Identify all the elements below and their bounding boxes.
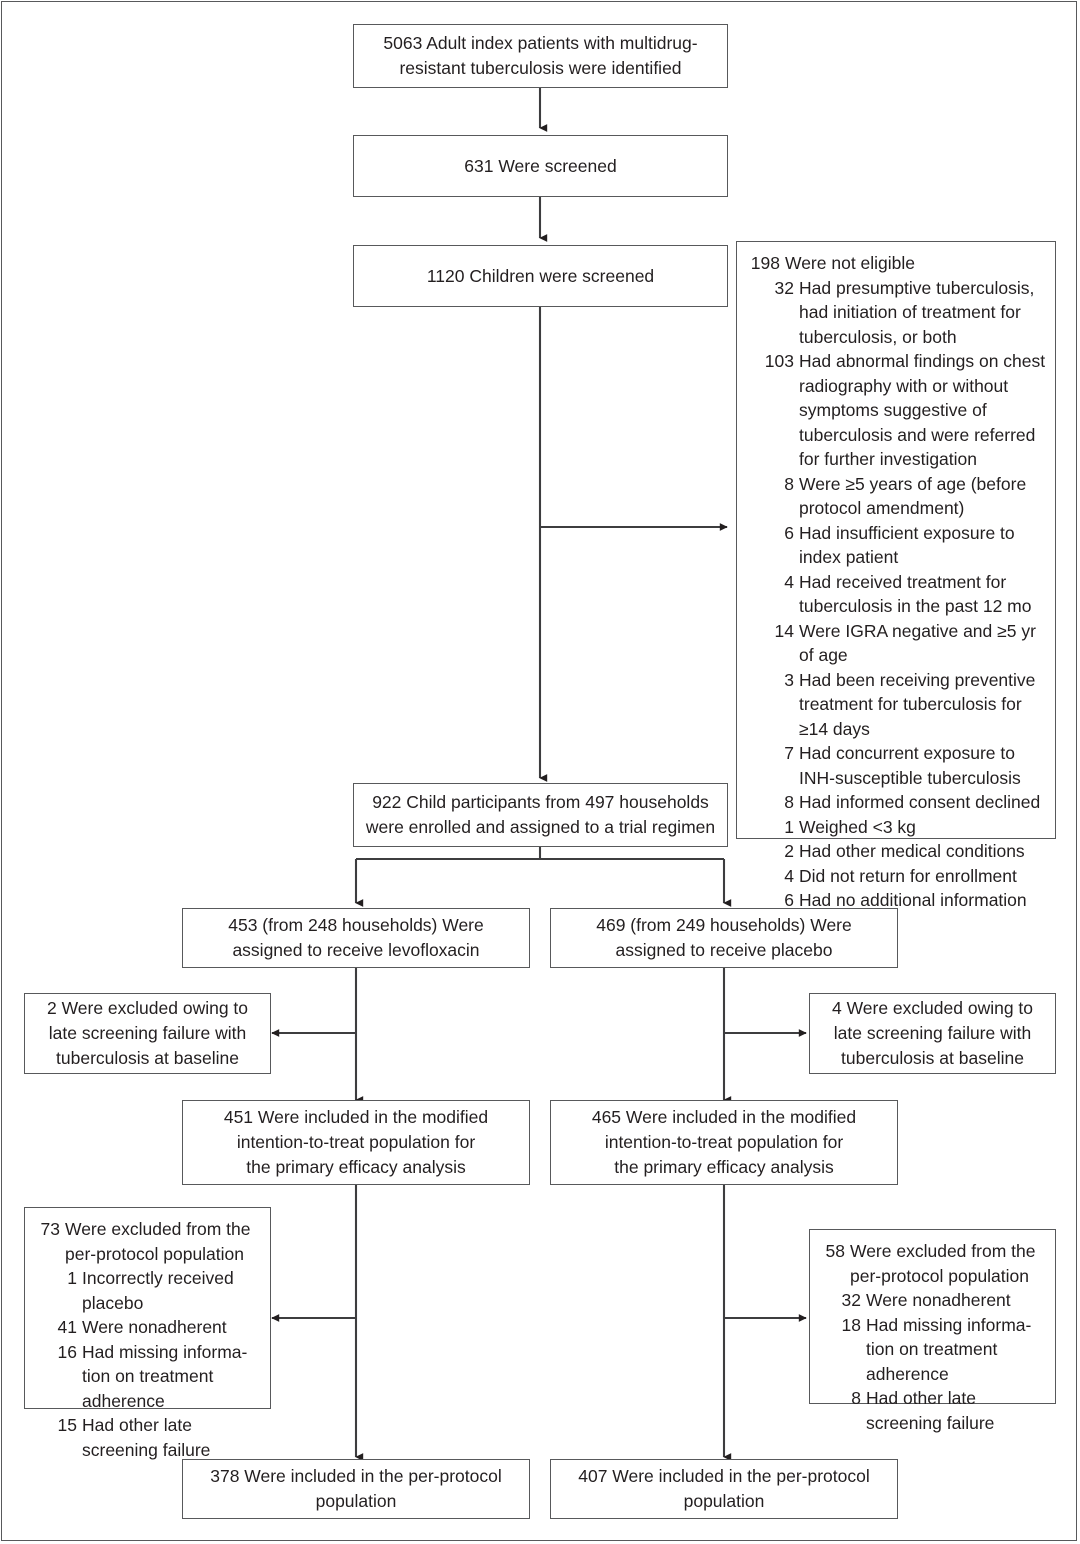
node-levofloxacin-per-protocol-text: 378 Were included in the per-protocol po… [210,1466,502,1511]
item-count: 32 [841,1290,861,1310]
not-eligible-item: 32 Had presumptive tuberculosis, had ini… [746,276,1047,350]
not-eligible-item: 6 Had insufficient exposure to index pat… [746,521,1047,570]
item-text: Had other medical conditions [799,841,1025,861]
node-placebo-assigned: 469 (from 249 households) Were assigned … [550,908,898,968]
placebo-pp-excluded-item: 18 Had missing informa-tion on treatment… [819,1313,1047,1387]
levo-pp-excluded-header-text: Were excluded from the per-protocol popu… [65,1219,251,1264]
node-levofloxacin-assigned-text: 453 (from 248 households) Were assigned … [228,915,484,960]
item-text: Had missing informa-tion on treatment ad… [866,1314,1032,1384]
item-text: Were ≥5 years of age (before protocol am… [799,473,1027,519]
item-text: Were nonadherent [82,1317,227,1337]
item-count: 4 [784,571,794,592]
item-text: Had concurrent exposure to INH-susceptib… [799,743,1021,788]
item-count: 1 [67,1268,77,1288]
placebo-pp-excluded-item: 8 Had other late screening failure [819,1386,1047,1435]
node-levofloxacin-assigned: 453 (from 248 households) Were assigned … [182,908,530,968]
node-placebo-pp-excluded: 58 Were excluded from the per-protocol p… [809,1229,1056,1433]
node-levofloxacin-pp-excluded: 73 Were excluded from the per-protocol p… [24,1207,271,1460]
node-levofloxacin-excluded-late-text: 2 Were excluded owing to late screening … [46,998,249,1068]
node-children-screened: 1120 Children were screened [353,245,728,307]
item-text: Were IGRA negative and ≥5 yr of age [799,620,1036,666]
node-placebo-per-protocol: 407 Were included in the per-protocol po… [550,1459,898,1519]
not-eligible-item: 103 Had abnormal findings on chest radio… [746,349,1047,472]
item-text: Weighed <3 kg [799,816,916,837]
not-eligible-item: 14 Were IGRA negative and ≥5 yr of age [746,619,1047,668]
not-eligible-item: 1 Weighed <3 kg [746,815,1047,840]
not-eligible-item: 8 Were ≥5 years of age (before protocol … [746,472,1047,521]
not-eligible-item: 4 Did not return for enrollment [746,864,1047,889]
node-levofloxacin-per-protocol: 378 Were included in the per-protocol po… [182,1459,530,1519]
item-count: 8 [784,792,794,812]
placebo-pp-excluded-header-text: Were excluded from the per-protocol popu… [850,1241,1036,1286]
item-count: 41 [57,1317,77,1337]
levo-pp-excluded-item: 15 Had other late screening failure [34,1413,262,1462]
item-text: Incorrectly received placebo [82,1268,234,1313]
item-count: 15 [57,1415,77,1435]
node-levofloxacin-excluded-late: 2 Were excluded owing to late screening … [24,993,271,1074]
node-enrolled: 922 Child participants from 497 househol… [353,783,728,847]
item-count: 8 [784,473,794,494]
item-text: Did not return for enrollment [799,865,1017,886]
node-placebo-excluded-late-text: 4 Were excluded owing to late screening … [831,998,1034,1068]
item-count: 32 [774,277,794,298]
node-enrolled-text: 922 Child participants from 497 househol… [365,792,716,837]
node-index-patients-text: 5063 Adult index patients with multidrug… [383,33,698,78]
item-text: Had insufficient exposure to index patie… [799,522,1015,568]
item-count: 16 [57,1341,77,1362]
item-count: 14 [774,620,794,641]
not-eligible-item: 8 Had informed consent declined [746,790,1047,815]
not-eligible-header-text: Were not eligible [785,253,916,273]
node-not-eligible: 198 Were not eligible 32 Had presumptive… [736,241,1056,910]
node-placebo-excluded-late: 4 Were excluded owing to late screening … [809,993,1056,1074]
item-text: Had informed consent declined [799,792,1041,812]
levo-pp-excluded-item: 16 Had missing informa-tion on treatment… [34,1340,262,1414]
levo-pp-excluded-item: 1 Incorrectly received placebo [34,1266,262,1315]
levo-pp-excluded-header-count: 73 [40,1219,60,1239]
not-eligible-item: 4 Had received treatment for tuberculosi… [746,570,1047,619]
node-placebo-per-protocol-text: 407 Were included in the per-protocol po… [578,1466,870,1511]
levo-pp-excluded-item: 41 Were nonadherent [34,1315,262,1340]
not-eligible-item: 6 Had no additional information [746,888,1047,913]
item-count: 3 [784,669,794,690]
not-eligible-item: 7 Had concurrent exposure to INH-suscept… [746,741,1047,790]
not-eligible-item: 2 Had other medical conditions [746,839,1047,864]
item-count: 6 [784,890,794,910]
node-placebo-mitt: 465 Were included in the modified intent… [550,1100,898,1185]
node-index-patients: 5063 Adult index patients with multidrug… [353,24,728,88]
item-count: 8 [851,1388,861,1408]
not-eligible-item: 3 Had been receiving preventive treatmen… [746,668,1047,742]
item-text: Had been receiving preventive treatment … [799,669,1036,739]
item-count: 7 [784,743,794,763]
item-text: Had no additional information [799,890,1027,910]
node-levofloxacin-mitt-text: 451 Were included in the modified intent… [223,1107,489,1177]
item-text: Had presumptive tuberculosis, had initia… [799,277,1035,347]
node-children-screened-text: 1120 Children were screened [426,265,655,286]
placebo-pp-excluded-header-count: 58 [825,1241,845,1261]
levo-pp-excluded-header: 73 Were excluded from the per-protocol p… [34,1217,262,1266]
item-count: 103 [764,351,794,371]
node-adults-screened-text: 631 Were screened [464,155,617,176]
item-count: 6 [784,522,794,543]
item-text: Had missing informa-tion on treatment ad… [82,1341,248,1411]
not-eligible-header: 198 Were not eligible [746,251,1047,276]
placebo-pp-excluded-item: 32 Were nonadherent [819,1288,1047,1313]
not-eligible-header-count: 198 [750,253,780,273]
node-adults-screened: 631 Were screened [353,135,728,197]
node-levofloxacin-mitt: 451 Were included in the modified intent… [182,1100,530,1185]
item-count: 18 [841,1314,861,1335]
node-placebo-mitt-text: 465 Were included in the modified intent… [591,1107,857,1177]
placebo-pp-excluded-header: 58 Were excluded from the per-protocol p… [819,1239,1047,1288]
item-text: Had received treatment for tuberculosis … [799,571,1032,617]
item-text: Were nonadherent [866,1290,1011,1310]
item-text: Had other late screening failure [82,1415,211,1460]
item-text: Had other late screening failure [866,1388,995,1433]
item-count: 2 [784,841,794,861]
item-count: 1 [784,816,794,837]
node-placebo-assigned-text: 469 (from 249 households) Were assigned … [596,915,852,960]
item-text: Had abnormal findings on chest radiograp… [799,351,1046,469]
item-count: 4 [784,865,794,886]
